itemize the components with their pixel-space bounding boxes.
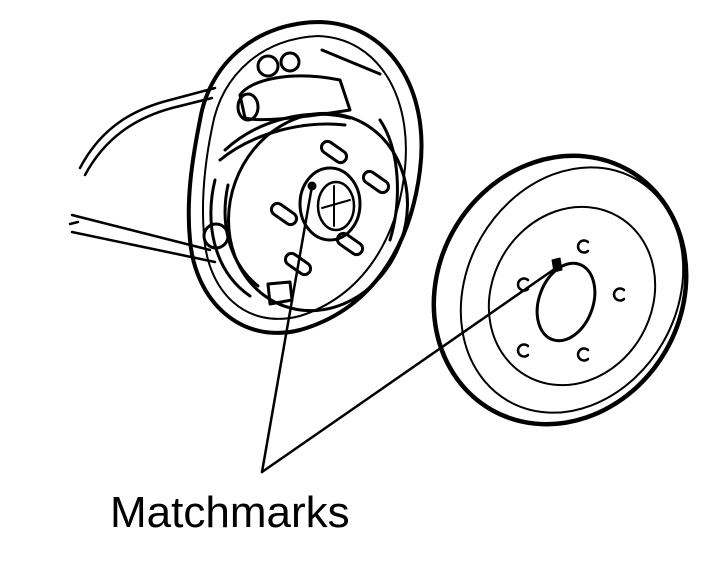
axle-hub [227,111,409,313]
callout-lines [260,184,558,474]
wheel-studs [269,139,391,277]
adjuster [202,222,294,306]
wheel-cylinder [236,48,382,122]
brake-shoes [209,112,399,298]
backing-plate [186,20,424,335]
matchmarks-label: Matchmarks [110,488,350,537]
brake-line [68,86,217,264]
brake-drum [431,153,689,427]
